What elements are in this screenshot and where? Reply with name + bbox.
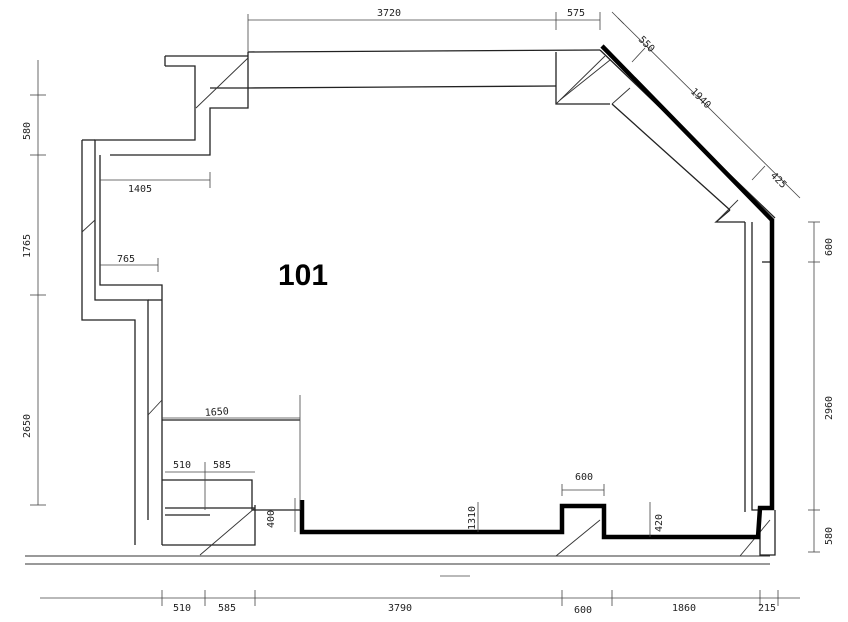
- dim-inner-420: 420: [654, 514, 665, 532]
- dim-inner-600: 600: [575, 472, 593, 483]
- outer-walls: [25, 49, 776, 565]
- dim-bottom-1860: 1860: [672, 603, 696, 614]
- dim-inner-585: 585: [213, 460, 231, 471]
- dim-bottom-600: 600: [574, 605, 592, 616]
- dim-inner-400: 400: [266, 510, 277, 528]
- dim-left-580: 580: [22, 122, 33, 140]
- dim-right-2960: 2960: [824, 396, 835, 420]
- dim-inner-1310: 1310: [467, 506, 478, 530]
- dim-inner-765: 765: [117, 254, 135, 265]
- dimension-labels: 3720 575 550 1940 425 580 1765 2650 1405…: [22, 8, 835, 616]
- room-number: 101: [278, 259, 328, 292]
- dim-bottom-585: 585: [218, 603, 236, 614]
- dim-top-run: 3720: [377, 8, 401, 19]
- bold-wall-line: [299, 44, 775, 540]
- dim-top-short: 575: [567, 8, 585, 19]
- dim-right-600: 600: [824, 238, 835, 256]
- dim-left-2650: 2650: [22, 414, 33, 438]
- dim-right-580: 580: [824, 527, 835, 545]
- dim-inner-1650: 1650: [204, 406, 229, 419]
- dimension-lines: [30, 11, 820, 606]
- dim-bottom-510: 510: [173, 603, 191, 614]
- wall-hatching: [81, 55, 771, 557]
- dim-bottom-215: 215: [758, 603, 776, 614]
- dim-inner-510: 510: [173, 460, 191, 471]
- dim-inner-1405: 1405: [128, 184, 152, 195]
- dim-bottom-3790: 3790: [388, 603, 412, 614]
- dim-left-1765: 1765: [22, 234, 33, 258]
- dim-diag-425: 425: [768, 170, 789, 191]
- dim-diag-550: 550: [636, 34, 657, 55]
